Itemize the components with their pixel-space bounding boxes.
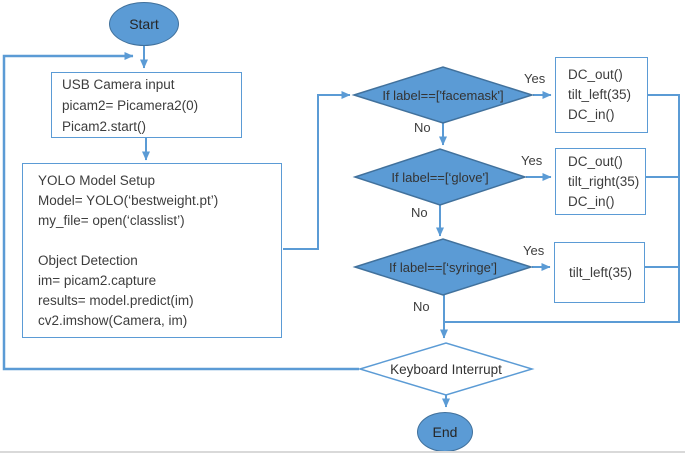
facemask-action-line: tilt_left(35) bbox=[568, 87, 632, 102]
glove-yes-label: Yes bbox=[521, 153, 543, 168]
edge-yolo-to-facemask-decision bbox=[283, 91, 351, 250]
yolo-setup-line: Model= YOLO(‘bestweight.pt’) bbox=[38, 192, 219, 208]
glove-no-label: No bbox=[411, 205, 428, 220]
facemask-decision-diamond bbox=[351, 66, 535, 124]
facemask-action-line: DC_in() bbox=[568, 107, 615, 122]
glove-action-box: DC_out() tilt_right(35) DC_in() bbox=[555, 148, 646, 215]
keyboard-interrupt-diamond bbox=[357, 342, 535, 396]
facemask-yes-label: Yes bbox=[524, 71, 546, 86]
glove-decision-label: If label==[‘glove'] bbox=[391, 169, 489, 185]
camera-setup-box: USB Camera input picam2= Picamera2(0) Pi… bbox=[51, 72, 242, 138]
camera-setup-line: USB Camera input bbox=[62, 76, 175, 92]
yolo-setup-line: results= model.predict(im) bbox=[38, 292, 194, 308]
facemask-action-line: DC_out() bbox=[568, 67, 623, 82]
start-label: Start bbox=[129, 16, 159, 32]
yolo-setup-box: YOLO Model Setup Model= YOLO(‘bestweight… bbox=[22, 163, 282, 338]
yolo-setup-line: YOLO Model Setup bbox=[38, 172, 156, 188]
edge-facemask-action-merge bbox=[444, 94, 680, 323]
facemask-decision-label: If label==['facemask'] bbox=[382, 87, 504, 103]
syringe-no-label: No bbox=[413, 299, 430, 314]
syringe-decision-diamond bbox=[352, 238, 534, 296]
syringe-yes-label: Yes bbox=[523, 243, 545, 258]
yolo-setup-line: cv2.imshow(Camera, im) bbox=[38, 312, 188, 328]
glove-action-line: DC_in() bbox=[568, 193, 615, 209]
facemask-no-label: No bbox=[414, 120, 431, 135]
camera-setup-line: Picam2.start() bbox=[62, 118, 147, 134]
syringe-decision-label: If label==[‘syringe'] bbox=[389, 259, 497, 275]
glove-action-line: tilt_right(35) bbox=[568, 173, 640, 189]
yolo-setup-line: im= picam2.capture bbox=[38, 272, 157, 288]
edge-keyboard-no-loop-back bbox=[2, 52, 359, 371]
syringe-action-line: tilt_left(35) bbox=[569, 264, 633, 280]
end-label: End bbox=[432, 424, 458, 440]
yolo-setup-line bbox=[38, 231, 281, 251]
keyboard-interrupt-label: Keyboard Interrupt bbox=[390, 361, 502, 377]
end-terminator: End bbox=[417, 412, 473, 451]
camera-setup-line: picam2= Picamera2(0) bbox=[62, 97, 199, 113]
facemask-action-box: DC_out() tilt_left(35) DC_in() bbox=[555, 57, 648, 133]
start-terminator: Start bbox=[109, 2, 179, 46]
yolo-setup-line: my_file= open(‘classlist’) bbox=[38, 212, 185, 228]
glove-decision-diamond bbox=[352, 148, 528, 206]
syringe-action-box: tilt_left(35) bbox=[554, 242, 645, 303]
yolo-setup-line: Object Detection bbox=[38, 252, 138, 268]
glove-action-line: DC_out() bbox=[568, 153, 623, 169]
